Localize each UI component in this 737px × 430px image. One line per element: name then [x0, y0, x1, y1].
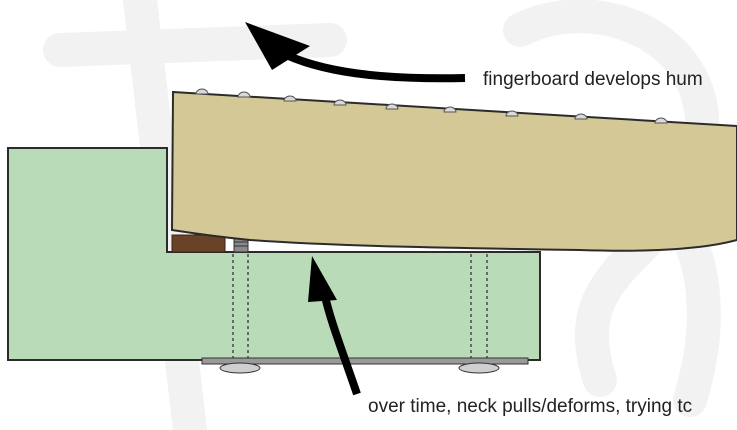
heel-shim [171, 234, 226, 253]
fret-1 [195, 88, 209, 95]
fret-4 [333, 99, 347, 106]
screw-head-left-icon [219, 362, 261, 374]
fret-6 [443, 106, 457, 113]
frets [195, 88, 668, 124]
curved-arrow-up-icon [308, 256, 361, 396]
fret-7 [505, 110, 519, 117]
neck [170, 90, 737, 252]
fret-9 [654, 117, 668, 124]
neck-plate [201, 357, 529, 365]
pocket-screw-icon [233, 237, 249, 253]
fret-3 [283, 95, 297, 102]
fret-8 [574, 113, 588, 120]
body-block [7, 147, 541, 361]
screw-channels [232, 254, 488, 362]
screw-head-right-icon [458, 362, 500, 374]
neck-annotation: over time, neck pulls/deforms, trying tc [368, 396, 693, 417]
fingerboard-annotation: fingerboard develops hum [483, 69, 703, 90]
curved-arrow-left-icon [245, 22, 466, 83]
screw-head-icons [219, 362, 500, 374]
fret-2 [237, 91, 251, 98]
fret-5 [385, 103, 399, 110]
